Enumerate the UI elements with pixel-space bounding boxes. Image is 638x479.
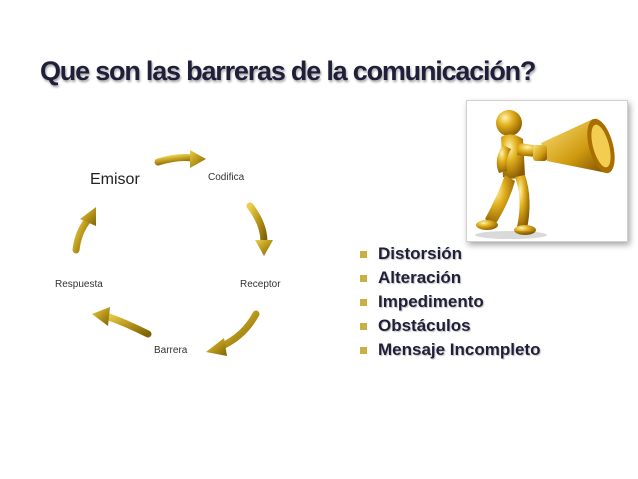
- cycle-node-emisor: Emisor: [90, 171, 140, 188]
- slide-title: Que son las barreras de la comunicación?: [40, 56, 536, 86]
- arrow-respuesta-emisor: [72, 207, 96, 254]
- bullet-square-icon: [360, 323, 367, 330]
- barriers-list: Distorsión Alteración Impedimento Obstác…: [360, 242, 540, 362]
- arrow-receptor-barrera: [206, 310, 260, 356]
- arrow-codifica-receptor: [246, 202, 273, 256]
- bullet-square-icon: [360, 251, 367, 258]
- cycle-node-barrera: Barrera: [154, 345, 188, 356]
- list-item: Impedimento: [360, 290, 540, 314]
- list-item: Mensaje Incompleto: [360, 338, 540, 362]
- cycle-node-respuesta: Respuesta: [55, 279, 103, 290]
- list-item: Obstáculos: [360, 314, 540, 338]
- list-item: Distorsión: [360, 242, 540, 266]
- arrow-emisor-codifica: [154, 150, 206, 168]
- bullet-square-icon: [360, 347, 367, 354]
- golden-figure-megaphone-icon: [475, 110, 615, 239]
- megaphone-figure-image: [466, 100, 628, 242]
- cycle-node-codifica: Codifica: [208, 172, 245, 183]
- arrow-barrera-respuesta: [92, 307, 152, 338]
- list-item: Alteración: [360, 266, 540, 290]
- bullet-square-icon: [360, 299, 367, 306]
- bullet-square-icon: [360, 275, 367, 282]
- cycle-node-receptor: Receptor: [240, 279, 281, 290]
